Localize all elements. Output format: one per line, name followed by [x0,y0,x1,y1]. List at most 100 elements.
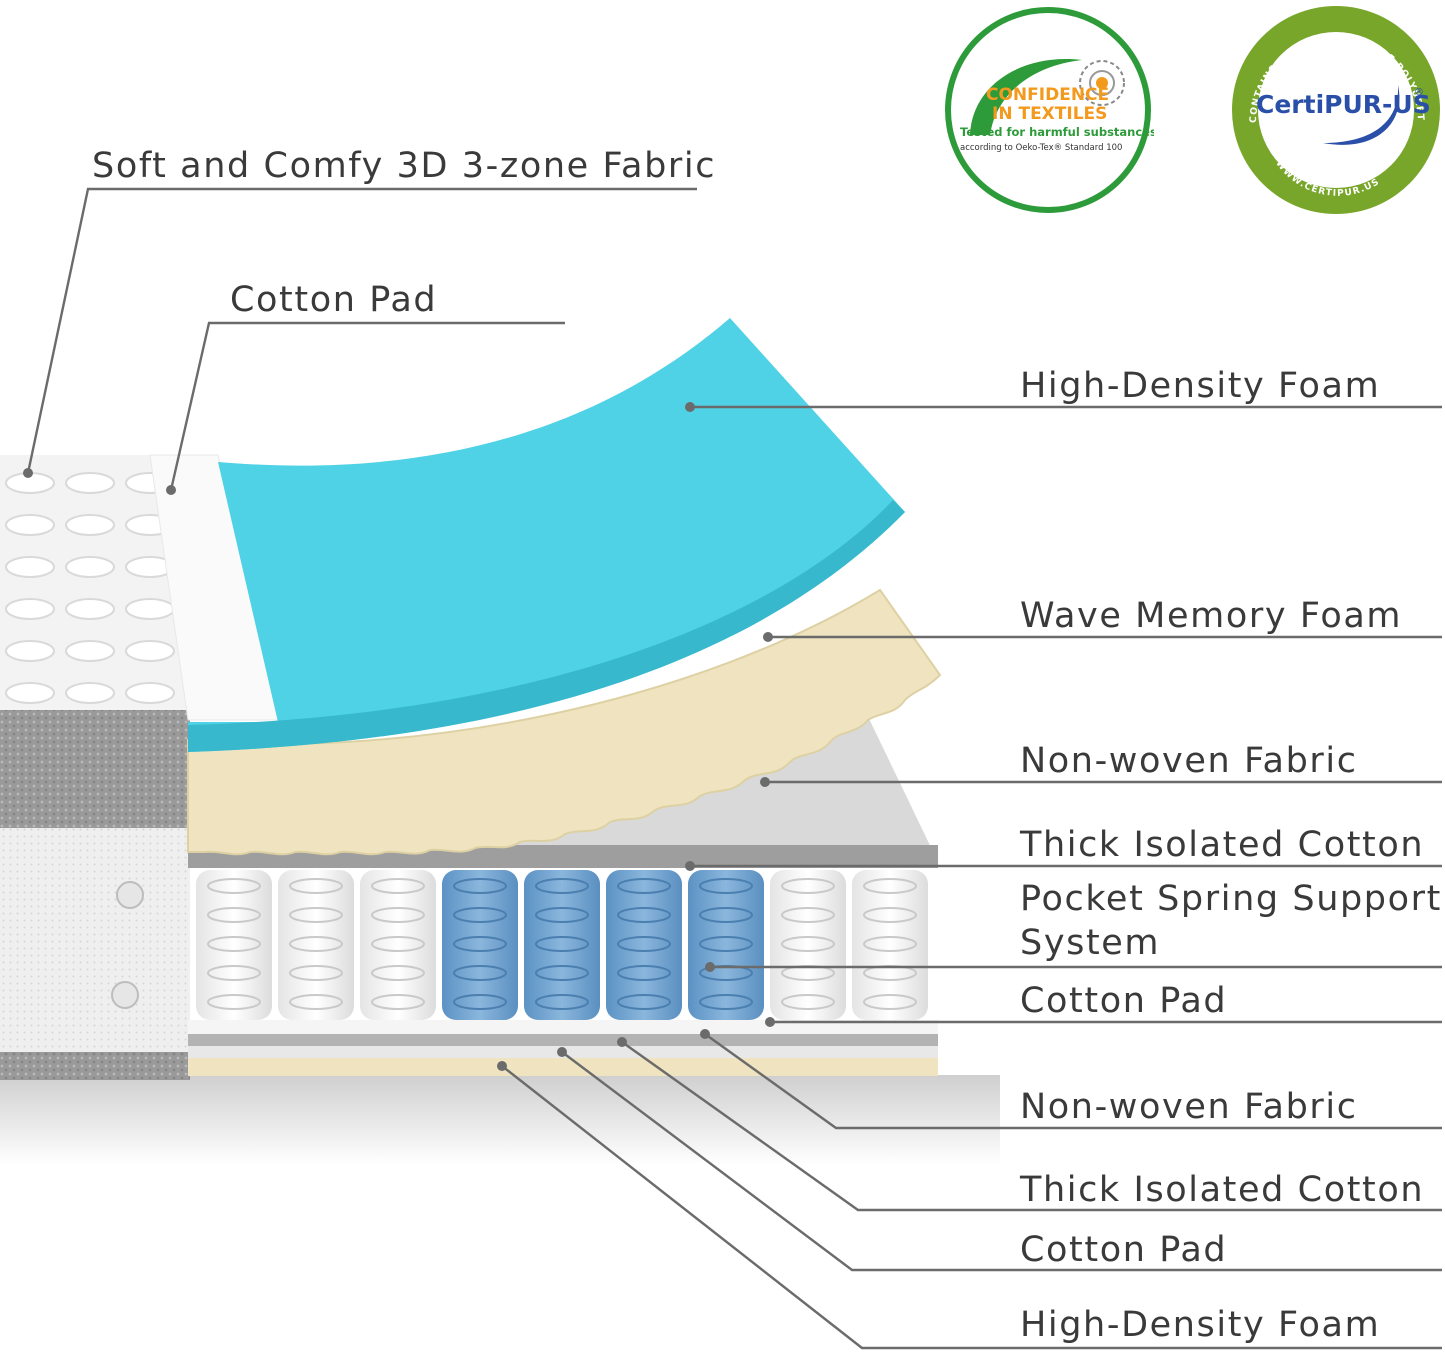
leader-bottom-cotton-pad-dot [557,1047,567,1057]
spring-coil [535,994,589,1010]
leader-pocket-spring-dot [705,962,715,972]
pocket-spring [278,870,354,1020]
oeko-line1: CONFIDENCE [986,85,1109,105]
spring-coil [863,936,917,952]
label-3d-fabric: Soft and Comfy 3D 3-zone Fabric [92,146,717,186]
leader-lower-nonwoven [704,1033,1442,1130]
oeko-line3: Tested for harmful substances [960,125,1154,139]
label-pocket-spring-line1: Pocket Spring Support [1020,879,1442,919]
bottom-foam-layer [188,1058,938,1076]
label-wave-memory-foam: Wave Memory Foam [1020,596,1403,636]
leader-3d-fabric-dot [23,468,33,478]
spring-coil [863,878,917,894]
spring-coil [371,994,425,1010]
spring-coil [617,907,671,923]
spring-coil [371,936,425,952]
flower-icon [1079,60,1125,106]
wave-memory-foam [187,588,942,856]
leader-upper-nonwoven-dot [760,777,770,787]
spring-coil [453,936,507,952]
spring-coil [781,936,835,952]
spring-coil [289,994,343,1010]
spring-coil [699,936,753,952]
pocket-spring [360,870,436,1020]
spring-coil [699,907,753,923]
certipur-us-badge: CONTAINS CERTIFIED FLEXIBLE POLYURETHANE… [1228,3,1440,214]
spring-coil [289,965,343,981]
spring-coil [699,878,753,894]
spring-coil [863,994,917,1010]
spring-coil [207,965,261,981]
spring-coil [207,994,261,1010]
label-lower-isolated-cotton: Thick Isolated Cotton [1020,1170,1425,1210]
label-mid-cotton-pad: Cotton Pad [1020,981,1228,1021]
pocket-spring [442,870,518,1020]
label-upper-nonwoven: Non-woven Fabric [1020,741,1358,781]
spring-coil [781,907,835,923]
spring-coil [289,907,343,923]
spring-coil [289,936,343,952]
leader-top-high-density-foam-dot [685,402,695,412]
spring-coil [535,965,589,981]
label-top-high-density-foam: High-Density Foam [1020,366,1381,406]
spring-coil [781,878,835,894]
leader-wave-memory-foam-dot [763,632,773,642]
svg-text:CertiPUR-US: CertiPUR-US [1256,90,1431,119]
spring-coil [863,907,917,923]
leader-bottom-high-density-foam-dot [497,1061,507,1071]
spring-coil [535,878,589,894]
label-pocket-spring-line2: System [1020,923,1161,963]
spring-coil [617,878,671,894]
high-density-foam-edge [188,500,905,752]
oeko-tex-badge: CONFIDENCE IN TEXTILES Tested for harmfu… [945,7,1154,213]
spring-coil [207,878,261,894]
high-density-foam-sheet [188,318,905,752]
spring-coil [617,936,671,952]
spring-coil [453,907,507,923]
certipur-swoosh-icon [1323,85,1400,145]
side-panel-knit-band [0,710,190,828]
floor-shadow [0,1075,1000,1165]
leader-lower-isolated-cotton [621,1041,1442,1212]
side-panel-button [116,881,144,909]
pocket-spring-row [196,870,928,1020]
label-upper-isolated-cotton: Thick Isolated Cotton [1020,825,1425,865]
spring-coil [453,965,507,981]
spring-coil [371,878,425,894]
leader-bottom-cotton-pad [561,1051,1442,1272]
pocket-spring [196,870,272,1020]
leader-3d-fabric [26,187,697,474]
spring-coil [781,994,835,1010]
leader-lower-isolated-cotton-dot [617,1037,627,1047]
pocket-spring [770,870,846,1020]
label-top-cotton-pad: Cotton Pad [230,280,438,320]
label-bottom-high-density-foam: High-Density Foam [1020,1305,1381,1345]
spring-coil [535,907,589,923]
spring-coil [699,994,753,1010]
oeko-line4: according to Oeko-Tex® Standard 100 [960,143,1122,153]
certipur-brand-b: PUR-US [1324,90,1431,119]
certipur-registered: ® [1414,87,1424,98]
pocket-spring [524,870,600,1020]
spring-coil [371,965,425,981]
leader-bottom-high-density-foam [501,1065,1442,1350]
pocket-spring [852,870,928,1020]
side-panel-dotted-bottom [0,828,190,1053]
spring-coil [207,907,261,923]
leader-lower-nonwoven-dot [700,1029,710,1039]
spring-coil [453,878,507,894]
bottom-nonwoven-layer [188,1034,938,1046]
oeko-swoosh-icon [970,59,1082,135]
spring-coil [371,907,425,923]
leader-top-cotton-pad-dot [166,485,176,495]
spring-coil [535,936,589,952]
label-bottom-cotton-pad: Cotton Pad [1020,1230,1228,1270]
spring-coil [289,878,343,894]
spring-coil [617,994,671,1010]
leader-upper-isolated-cotton-dot [685,861,695,871]
side-panel-base-band [0,1052,190,1080]
pocket-spring [606,870,682,1020]
